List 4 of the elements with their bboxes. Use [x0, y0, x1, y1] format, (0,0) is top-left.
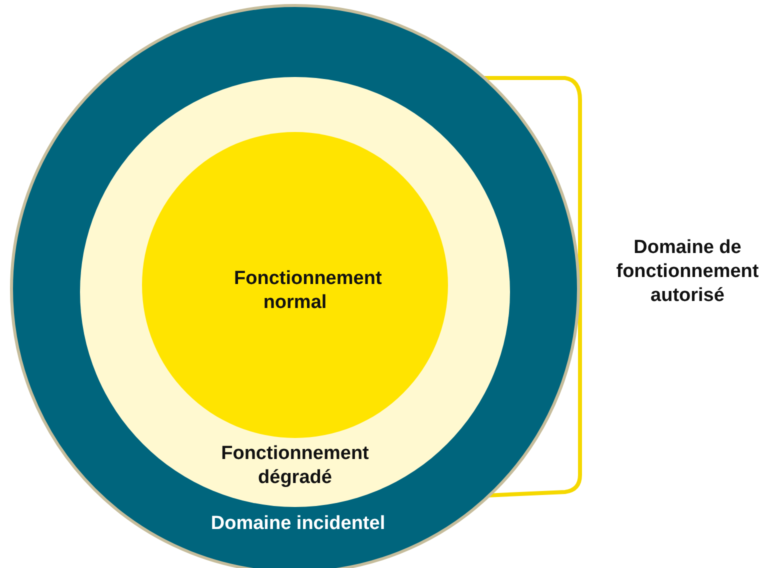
circle-label: Fonctionnement dégradé: [220, 442, 370, 490]
circle-label: Domaine incidentel: [210, 512, 386, 536]
circle-label: Fonctionnement normal: [233, 267, 383, 315]
bracket-label: Domaine de fonctionnement autorisé: [615, 236, 760, 308]
